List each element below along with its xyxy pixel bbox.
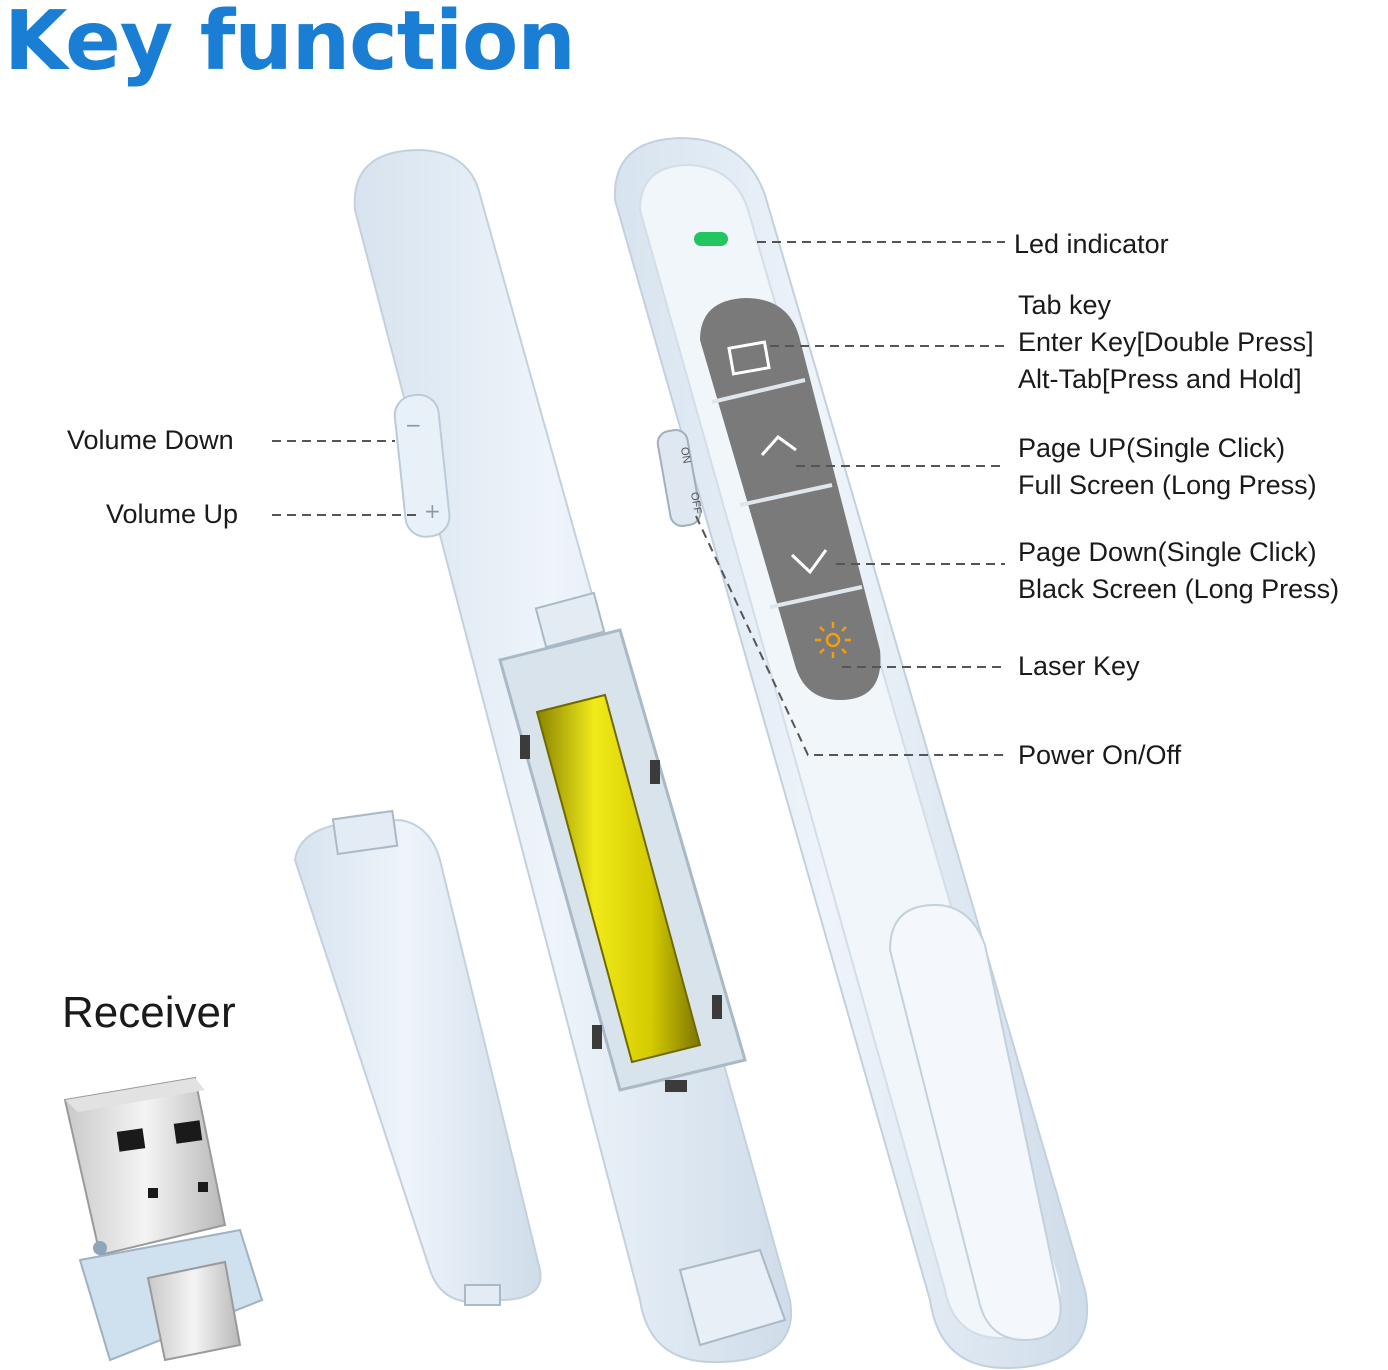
volume-minus-mark: − — [405, 413, 422, 437]
chevron-down-icon — [790, 549, 828, 575]
label-tab-key-line-3: Alt-Tab[Press and Hold] — [1018, 364, 1302, 394]
label-volume-down: Volume Down — [67, 425, 234, 455]
label-tab-key-line-1: Tab key — [1018, 290, 1112, 320]
power-switch[interactable] — [656, 428, 702, 528]
pocket-clip — [888, 903, 1062, 1342]
label-power: Power On/Off — [1018, 740, 1182, 770]
label-volume-up: Volume Up — [106, 499, 239, 529]
label-tab-key-line-2: Enter Key[Double Press] — [1018, 327, 1314, 357]
label-page-up: Page UP(Single Click) Full Screen (Long … — [1018, 430, 1317, 504]
switch-off-text: OFF — [688, 491, 704, 515]
callout-power — [695, 515, 1005, 756]
receiver-label: Receiver — [62, 988, 236, 1037]
label-page-up-line-2: Full Screen (Long Press) — [1018, 470, 1317, 500]
usb-receiver — [63, 1076, 264, 1362]
label-page-up-line-1: Page UP(Single Click) — [1018, 433, 1286, 463]
page-down-button[interactable] — [790, 549, 828, 575]
battery-cover — [293, 809, 542, 1306]
label-laser-key: Laser Key — [1018, 651, 1140, 681]
label-tab-key: Tab key Enter Key[Double Press] Alt-Tab[… — [1018, 287, 1314, 398]
laser-key-button[interactable] — [815, 622, 851, 658]
volume-rocker[interactable] — [393, 393, 452, 539]
label-page-down-line-1: Page Down(Single Click) — [1018, 537, 1317, 567]
led-indicator — [694, 232, 728, 246]
label-page-down: Page Down(Single Click) Black Screen (Lo… — [1018, 534, 1339, 608]
remote-back: − + — [353, 148, 793, 1364]
chevron-up-icon — [760, 434, 797, 456]
volume-plus-mark: + — [424, 499, 441, 523]
label-page-down-line-2: Black Screen (Long Press) — [1018, 574, 1340, 604]
square-icon — [727, 340, 771, 376]
label-led-indicator: Led indicator — [1014, 229, 1169, 259]
laser-icon — [815, 622, 851, 658]
remote-front: ON OFF — [613, 136, 1089, 1370]
page-up-button[interactable] — [760, 434, 797, 456]
callout-lines — [272, 241, 1005, 756]
tab-key-button[interactable] — [727, 340, 771, 376]
battery — [535, 693, 702, 1064]
switch-on-text: ON — [678, 446, 693, 464]
page-title: Key function — [4, 0, 576, 89]
